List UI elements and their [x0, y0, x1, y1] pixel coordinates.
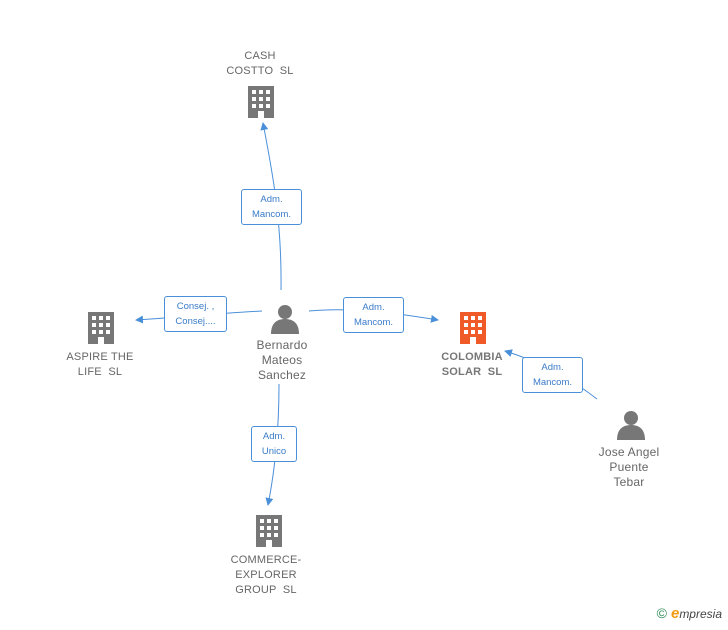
relation-box-colombia[interactable]: Adm. Mancom. — [343, 297, 404, 333]
relation-box-cash[interactable]: Adm. Mancom. — [241, 189, 302, 225]
brand-logo[interactable]: ©empresia — [656, 605, 722, 622]
company-label-cash-costto[interactable]: CASH COSTTO SL — [226, 50, 294, 77]
person-icon — [271, 305, 299, 334]
copyright-symbol: © — [656, 605, 667, 621]
building-icon — [88, 312, 114, 344]
relation-box-aspire[interactable]: Consej. , Consej.... — [164, 296, 227, 332]
company-label-commerce[interactable]: COMMERCE- EXPLORER GROUP SL — [230, 554, 302, 596]
relation-box-commerce[interactable]: Adm. Unico — [251, 426, 297, 462]
person-icon — [617, 411, 645, 440]
company-label-colombia[interactable]: COLOMBIA SOLAR SL — [441, 351, 503, 378]
person-label-jose[interactable]: Jose Angel Puente Tebar — [598, 445, 660, 489]
company-label-aspire[interactable]: ASPIRE THE LIFE SL — [66, 351, 134, 378]
building-icon — [460, 312, 486, 344]
person-label-bernardo[interactable]: Bernardo Mateos Sanchez — [256, 338, 308, 382]
relation-box-jose-colombia[interactable]: Adm. Mancom. — [522, 357, 583, 393]
building-icon — [256, 515, 282, 547]
building-icon — [248, 86, 274, 118]
